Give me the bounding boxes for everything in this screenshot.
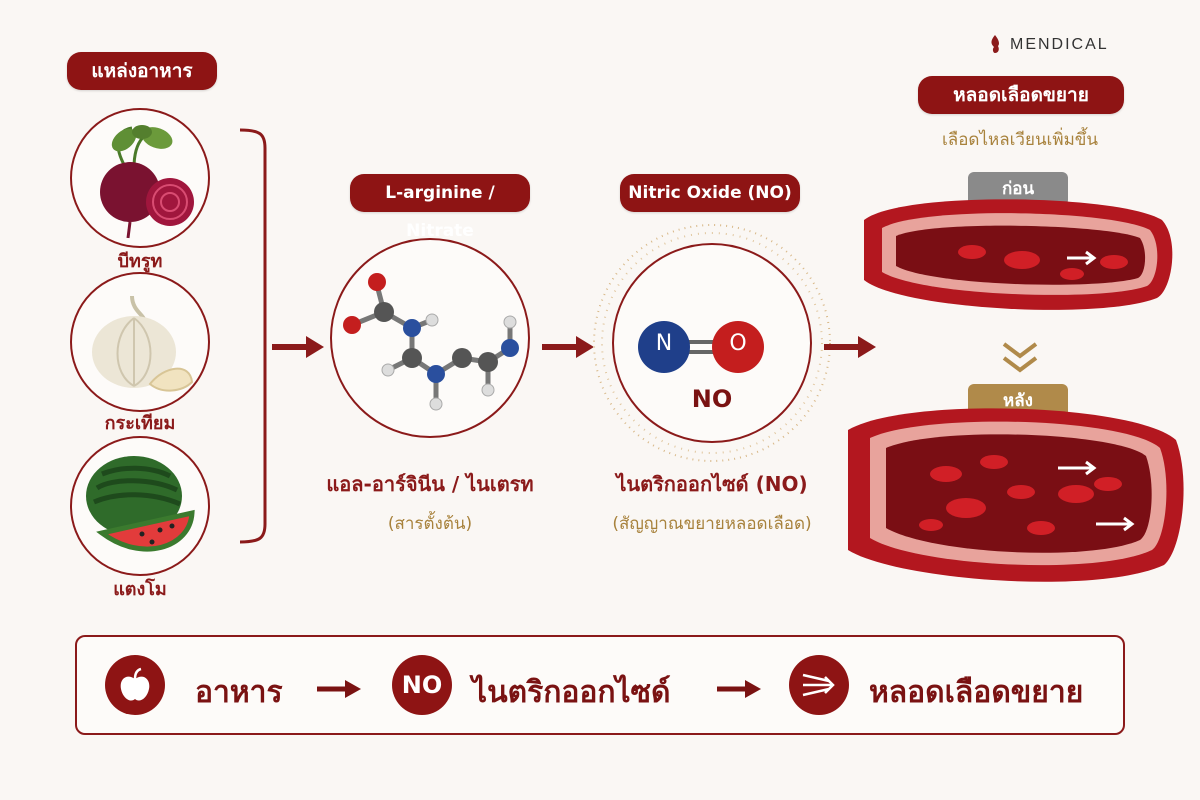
summary-step-vessel: หลอดเลือดขยาย (869, 675, 1084, 710)
food-bracket (239, 128, 267, 544)
arginine-molecule-icon (343, 273, 519, 411)
apple-icon (105, 655, 165, 715)
no-molecule-icon (638, 321, 764, 373)
summary-no-badge: NO (392, 655, 452, 715)
dilated-vessel-icon (848, 408, 1184, 582)
atom-o-label: O (729, 331, 747, 356)
arrow-right-icon (717, 680, 761, 698)
summary-step-no: ไนตริกออกไซด์ (472, 675, 671, 710)
precursor-label: แอล-อาร์จินีน / ไนเตรท (326, 472, 534, 496)
nitric-oxide-header: Nitric Oxide (NO) (620, 174, 800, 212)
nitric-oxide-sublabel: (สัญญาณขยายหลอดเลือด) (612, 514, 812, 534)
arrow-right-icon (542, 336, 594, 358)
summary-bar: อาหาร NO ไนตริกออกไซด์ หลอดเลือดขยาย (75, 635, 1125, 735)
precursor-header: L-arginine / Nitrate (350, 174, 530, 241)
vessel-header: หลอดเลือดขยาย (918, 76, 1124, 114)
narrow-vessel-icon (864, 199, 1173, 310)
food-sources-header: แหล่งอาหาร (67, 52, 217, 90)
garlic-icon (92, 295, 194, 392)
garlic-circle (70, 272, 210, 412)
chevron-down-icon (1002, 342, 1038, 373)
arrow-right-icon (824, 336, 876, 358)
no-formula: NO (691, 385, 733, 413)
watermelon-circle (70, 436, 210, 576)
beetroot-circle (70, 108, 210, 248)
flame-icon (991, 35, 999, 53)
summary-step-food: อาหาร (195, 675, 283, 710)
atom-n-label: N (655, 331, 673, 356)
vessel-subheader: เลือดไหลเวียนเพิ่มขึ้น (941, 130, 1099, 150)
watermelon-icon (86, 456, 195, 552)
brand-logo: MENDICAL (991, 35, 1109, 54)
nitric-oxide-label: ไนตริกออกไซด์ (NO) (616, 472, 808, 496)
arrow-right-icon (317, 680, 361, 698)
brand-name: MENDICAL (1010, 36, 1109, 53)
nitric-oxide-circle: N O NO (612, 243, 812, 443)
food-label-garlic: กระเทียม (104, 413, 176, 434)
precursor-sublabel: (สารตั้งต้น) (387, 514, 473, 534)
flow-arrows-icon (789, 655, 849, 715)
beetroot-icon (100, 125, 194, 239)
precursor-circle (330, 238, 530, 438)
food-label-beetroot: บีทรูท (117, 251, 163, 272)
food-label-watermelon: แตงโม (113, 579, 167, 600)
glow-dots-ring (593, 224, 831, 462)
arrow-right-icon (272, 336, 324, 358)
